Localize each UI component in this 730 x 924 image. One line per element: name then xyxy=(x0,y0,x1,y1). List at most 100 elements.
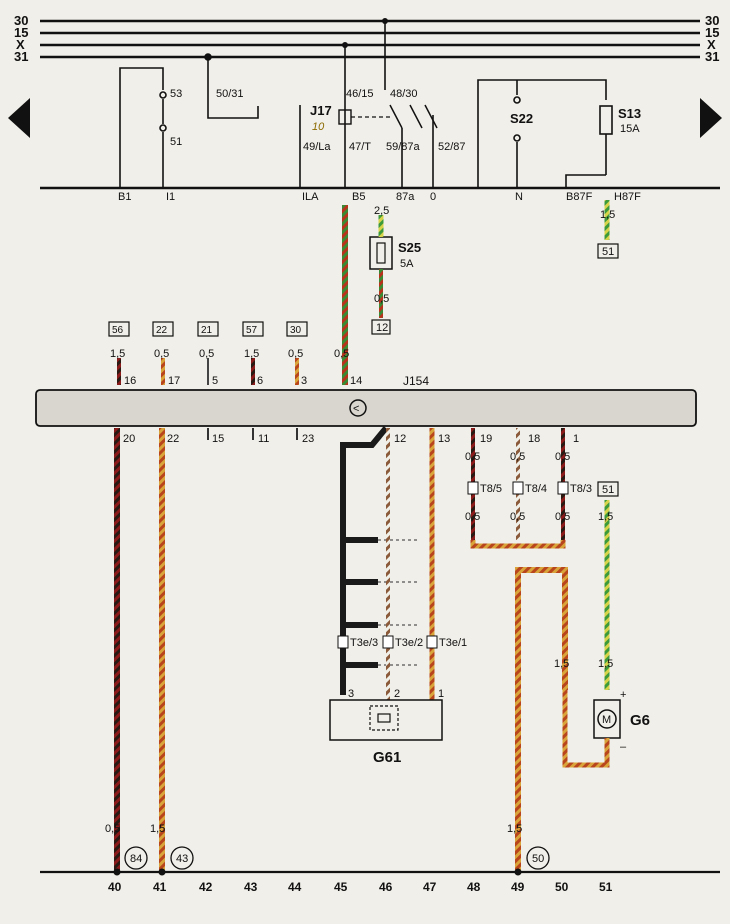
track-number: 47 xyxy=(423,880,437,894)
circled-ref: 43 xyxy=(176,853,188,865)
s13-label: S13 xyxy=(618,106,641,121)
bus-label-right: 30 xyxy=(705,13,719,28)
track-number: 40 xyxy=(108,880,122,894)
plug-label: T3e/1 xyxy=(439,637,467,649)
upper-bar-labels: B1 I1 ILA B5 87a 0 N B87F H87F xyxy=(118,191,641,203)
track-number: 42 xyxy=(199,880,213,894)
top-ref: 22 xyxy=(156,325,168,336)
track-number: 41 xyxy=(153,880,167,894)
g61-sensor: 3 2 1 xyxy=(329,688,444,741)
track-number: 50 xyxy=(555,880,569,894)
relay-pin-47: 47/T xyxy=(349,141,371,153)
g6-motor: 1,5 1,5 M + – xyxy=(554,658,627,768)
track-number: 44 xyxy=(288,880,302,894)
pin-number: 16 xyxy=(124,375,136,387)
pin-number: 23 xyxy=(302,433,314,445)
relay-pin-49: 49/La xyxy=(303,141,331,153)
relay-j17 xyxy=(299,18,438,188)
pin-number: 20 xyxy=(123,433,135,445)
wire-size: 0,5 xyxy=(334,348,349,360)
wire-size: 0,5 xyxy=(510,511,525,523)
bottom-pins: 20 22 15 11 23 12 13 19 18 1 xyxy=(123,433,579,445)
circled-ref: 50 xyxy=(532,853,544,865)
wire-size: 1,5 xyxy=(507,823,522,835)
term-50-31-label: 50/31 xyxy=(216,88,244,100)
bus-label-left: 15 xyxy=(14,25,28,40)
previous-page-arrow-icon[interactable] xyxy=(8,98,30,138)
pin-number: 18 xyxy=(528,433,540,445)
relay-pin-52: 52/87 xyxy=(438,141,466,153)
pin-number: 15 xyxy=(212,433,224,445)
ref-box-12 xyxy=(371,319,391,335)
term-53-label: 53 xyxy=(170,88,182,100)
upper-bar-label: 87a xyxy=(396,191,415,203)
wire-size: 0,5 xyxy=(288,348,303,360)
g61-pin: 3 xyxy=(348,688,354,700)
bus-label-right: X xyxy=(707,37,716,52)
circled-ref: 84 xyxy=(130,853,142,865)
supply-bus xyxy=(40,19,700,59)
top-ref-boxes: 56 22 21 57 30 xyxy=(108,321,308,337)
wire-size: 0,5 xyxy=(105,823,120,835)
g6-plus: + xyxy=(620,689,626,701)
s13-rating: 15A xyxy=(620,123,640,135)
wire-size: 0,5 xyxy=(154,348,169,360)
track-number: 51 xyxy=(599,880,613,894)
g61-black-harness xyxy=(340,426,389,695)
s25-rating: 5A xyxy=(400,258,414,270)
lower-long-wires xyxy=(114,428,568,870)
fuse-s25 xyxy=(369,215,393,318)
wire-size: 0,5 xyxy=(199,348,214,360)
upper-bar-label: B87F xyxy=(566,191,593,203)
motor-symbol: M xyxy=(602,714,611,726)
connector-j154: < xyxy=(35,389,697,427)
ref-box-51 xyxy=(597,243,619,259)
plug-label: T3e/3 xyxy=(350,637,378,649)
pin-number: 6 xyxy=(257,375,263,387)
wire-size: 0,5 xyxy=(510,451,525,463)
wire-size: 1,5 xyxy=(598,511,613,523)
track-numbers: 40 41 42 43 44 45 46 47 48 49 50 51 xyxy=(108,880,613,894)
pin-number: 3 xyxy=(301,375,307,387)
pin-number: 17 xyxy=(168,375,180,387)
next-page-arrow-icon[interactable] xyxy=(700,98,722,138)
g61-pin: 2 xyxy=(394,688,400,700)
pin-number: 22 xyxy=(167,433,179,445)
s25-wire-size: 2,5 xyxy=(374,205,389,217)
wire-size: 0,5 xyxy=(465,451,480,463)
upper-bar-label: 0 xyxy=(430,191,436,203)
upper-bar-label: B5 xyxy=(352,191,365,203)
upper-short-wires xyxy=(117,205,348,385)
plug-label: T8/5 xyxy=(480,483,502,495)
track-number: 49 xyxy=(511,880,525,894)
switch-53-51 xyxy=(119,53,259,188)
wire-size: 1,5 xyxy=(554,658,569,670)
g61-label: G61 xyxy=(373,749,401,766)
bus-label-left: X xyxy=(16,37,25,52)
connector-symbol: < xyxy=(353,403,359,415)
wire-size: 1,5 xyxy=(150,823,165,835)
top-ref: 57 xyxy=(246,325,258,336)
upper-bar-label: N xyxy=(515,191,523,203)
g6-label: G6 xyxy=(630,712,650,729)
fuse-circuit xyxy=(477,79,613,188)
term-51-label: 51 xyxy=(170,136,182,148)
bus-label-left: 30 xyxy=(14,13,28,28)
ground-junctions xyxy=(113,868,522,876)
track-number: 43 xyxy=(244,880,258,894)
plug-label: T8/3 xyxy=(570,483,592,495)
upper-bar-label: H87F xyxy=(614,191,641,203)
s22-label: S22 xyxy=(510,111,533,126)
pin-number: 12 xyxy=(394,433,406,445)
wire-size: 1,5 xyxy=(244,348,259,360)
h87f-size: 1,5 xyxy=(600,209,615,221)
top-sizes: 1,5 0,5 0,5 1,5 0,5 0,5 xyxy=(110,348,349,360)
track-number: 46 xyxy=(379,880,393,894)
track-number: 45 xyxy=(334,880,348,894)
relay-number: 10 xyxy=(312,121,325,133)
bus-label-left: 31 xyxy=(14,49,28,64)
upper-bar-label: B1 xyxy=(118,191,131,203)
top-ref: 56 xyxy=(112,325,124,336)
